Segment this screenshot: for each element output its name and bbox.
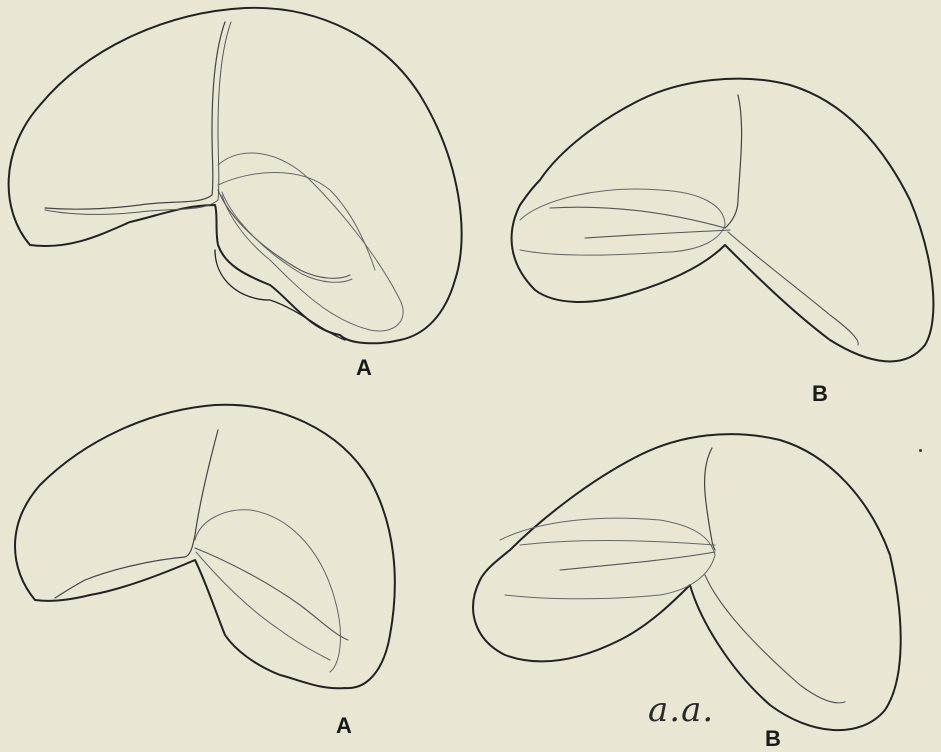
outline-main — [512, 79, 934, 362]
vessel-branch-2 — [585, 230, 730, 238]
vessel-branch-3 — [728, 232, 858, 345]
vessel-branch-2 — [196, 552, 330, 660]
figure-a-bottom — [15, 405, 395, 688]
vessel-main — [725, 95, 742, 228]
vessel-main — [55, 430, 218, 598]
vessel-branch-3 — [705, 575, 845, 703]
vessel-branch-1 — [195, 548, 348, 640]
lower-lobe — [215, 250, 345, 340]
inner-lobe — [520, 189, 725, 255]
outline-main — [9, 8, 462, 343]
figure-a-top — [9, 8, 462, 343]
artist-signature: a.a. — [648, 690, 714, 730]
vessel-main — [45, 22, 225, 209]
figure-label-a-bottom: A — [336, 715, 352, 737]
vessel-main-2 — [45, 22, 231, 214]
figure-label-b-top: B — [812, 383, 828, 405]
vessel-branch-2 — [218, 190, 350, 278]
vessel-branch-2 — [560, 552, 715, 570]
vessel-branch-1 — [218, 173, 375, 271]
vessel-branch-3 — [222, 192, 352, 282]
vessel-branch-1 — [550, 207, 725, 228]
figure-b-top — [512, 79, 934, 362]
figure-label-b-bottom: B — [765, 728, 781, 750]
outline-main — [473, 434, 901, 730]
figure-label-a-top: A — [356, 357, 372, 379]
inner-lobe — [218, 153, 403, 331]
inner-lobe — [195, 510, 340, 672]
vessel-branch-1 — [520, 540, 715, 545]
vessel-main — [705, 448, 715, 550]
outline-main — [15, 405, 395, 688]
stray-mark — [919, 449, 922, 452]
figure-b-bottom — [473, 434, 901, 730]
